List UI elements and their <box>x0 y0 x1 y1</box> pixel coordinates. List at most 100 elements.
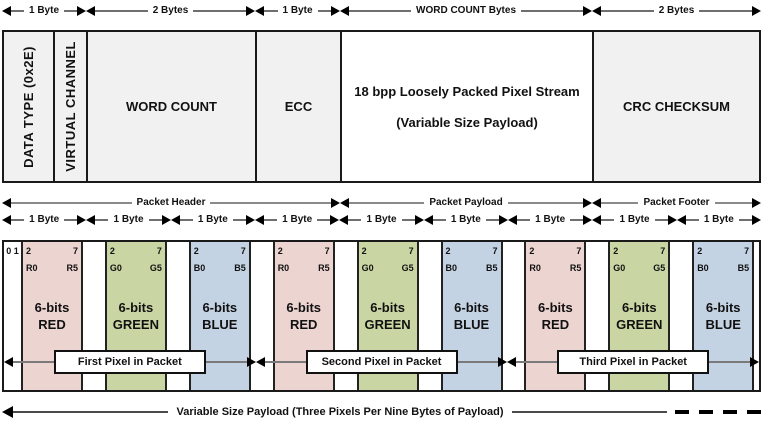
arrow-label: 2 Bytes <box>152 5 189 16</box>
channel-high-label: G5 <box>653 263 666 273</box>
field-payload-sublabel: (Variable Size Payload) <box>396 114 538 130</box>
arrowhead-right-icon <box>752 198 762 208</box>
bit-low-label: 2 <box>109 246 115 256</box>
payload-byte-arrow: 1 Byte <box>592 214 677 226</box>
arrowhead-left-icon <box>507 357 517 367</box>
arrowhead-left-icon <box>170 215 180 225</box>
arrowhead-right-icon <box>583 6 593 16</box>
arrow-line <box>148 219 162 221</box>
byte-bits-label: 6-bits <box>538 300 573 315</box>
byte-width-arrow: 1 Byte <box>2 5 87 17</box>
arrow-line <box>95 219 109 221</box>
arrow-label: 1 Byte <box>282 5 313 16</box>
arrow-label: 1 Byte <box>29 214 60 225</box>
arrowhead-right-icon <box>414 215 424 225</box>
channel-low-label: B0 <box>445 263 458 273</box>
bit-high-label: 7 <box>660 246 666 256</box>
bit-low-label: 2 <box>697 246 703 256</box>
arrowhead-left-icon <box>4 357 13 367</box>
payload-byte-arrow: 1 Byte <box>339 214 424 226</box>
bit-high-label: 7 <box>492 246 498 256</box>
arrowhead-right-icon <box>245 215 255 225</box>
arrow-label: 1 Byte <box>450 214 481 225</box>
arrow-line <box>11 202 132 204</box>
payload-byte-arrow: 1 Byte <box>170 214 255 226</box>
arrowhead-right-icon <box>498 357 508 367</box>
channel-low-label: R0 <box>277 263 290 273</box>
arrowhead-right-icon <box>498 215 508 225</box>
caption-line-right <box>511 411 668 413</box>
field-pixel-stream-payload: 18 bpp Loosely Packed Pixel Stream (Vari… <box>340 30 594 183</box>
arrowhead-right-icon <box>330 215 340 225</box>
channel-high-label: B5 <box>485 263 498 273</box>
channel-high-label: B5 <box>234 263 246 273</box>
arrow-line <box>654 219 668 221</box>
arrowhead-left-icon <box>340 198 349 208</box>
arrowhead-left-icon <box>339 215 349 225</box>
arrowhead-left-icon <box>676 215 686 225</box>
bit-high-label: 7 <box>408 246 414 256</box>
arrow-label: 1 Byte <box>197 214 228 225</box>
arrowhead-left-icon <box>592 215 602 225</box>
channel-low-label: R0 <box>529 263 541 273</box>
arrowhead-right-icon <box>331 198 340 208</box>
arrowhead-left-icon <box>2 215 11 225</box>
channel-high-label: R5 <box>318 263 330 273</box>
bit-low-label: 2 <box>361 246 367 256</box>
channel-high-label: R5 <box>66 263 78 273</box>
arrow-line <box>263 219 278 221</box>
arrow-line <box>264 10 278 12</box>
field-word-count: WORD COUNT <box>86 30 257 183</box>
field-data-type: DATA TYPE (0x2E) <box>2 30 55 183</box>
arrowhead-left-icon <box>2 406 13 418</box>
arrow-label: 2 Bytes <box>658 5 695 16</box>
arrowhead-right-icon <box>77 215 87 225</box>
payload-byte-arrow: 1 Byte <box>86 214 171 226</box>
field-word-count-label: WORD COUNT <box>126 99 217 114</box>
arrowhead-right-icon <box>583 198 592 208</box>
byte-bits-label: 6-bits <box>621 300 657 315</box>
byte-bits-label: 6-bits <box>370 300 405 315</box>
arrowhead-right-icon <box>246 357 256 367</box>
byte-width-arrow: 2 Bytes <box>86 5 256 17</box>
field-payload-label: 18 bpp Loosely Packed Pixel Stream <box>354 83 580 99</box>
continuation-dashes-icon <box>675 410 762 414</box>
byte-color-label: RED <box>541 316 570 332</box>
arrowhead-left-icon <box>86 6 95 16</box>
arrow-label: 1 Byte <box>619 214 650 225</box>
bit-high-label: 7 <box>72 246 78 256</box>
arrow-line <box>738 219 752 221</box>
arrow-line <box>714 202 753 204</box>
pixel-label-box: First Pixel in Packet <box>53 350 206 374</box>
arrow-line <box>699 10 753 12</box>
field-ecc-label: ECC <box>284 99 313 114</box>
field-data-type-label: DATA TYPE (0x2E) <box>21 45 36 168</box>
arrowhead-left-icon <box>255 357 265 367</box>
bit-low-label: 2 <box>277 246 283 256</box>
arrow-line <box>179 219 193 221</box>
byte-bits-label: 6-bits <box>705 300 741 315</box>
arrow-label: 1 Byte <box>366 214 397 225</box>
byte-width-arrow: 2 Bytes <box>592 5 762 17</box>
arrow-label: 1 Byte <box>703 214 734 225</box>
channel-low-label: G0 <box>109 263 122 273</box>
bit-low-label: 2 <box>26 246 32 256</box>
byte-color-label: RED <box>289 316 318 332</box>
byte-color-label: BLUE <box>453 316 490 332</box>
byte-bits-label: 6-bits <box>454 300 489 315</box>
arrowhead-left-icon <box>2 6 11 16</box>
pixel-label-box: Second Pixel in Packet <box>305 350 458 374</box>
arrow-line <box>193 10 247 12</box>
bit-low-label: 2 <box>445 246 451 256</box>
